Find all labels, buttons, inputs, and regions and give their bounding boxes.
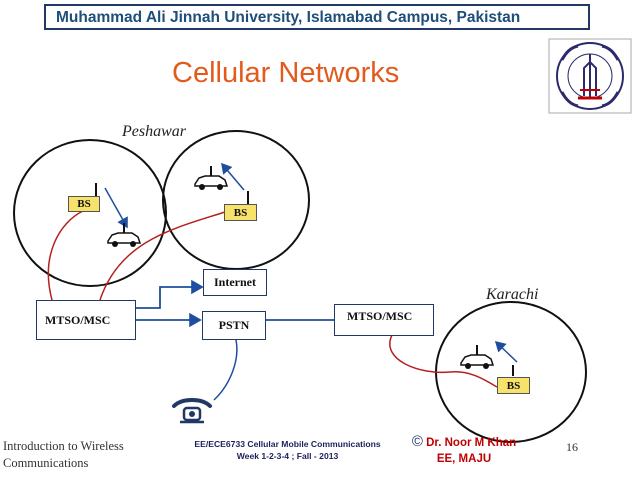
link-pstn-phone xyxy=(213,339,238,401)
header-bar: Muhammad Ali Jinnah University, Islamaba… xyxy=(44,4,590,30)
car-icon xyxy=(460,345,495,369)
bs-karachi: BS xyxy=(497,377,530,394)
footer-department: EE, MAJU xyxy=(436,453,492,465)
radio-link-top xyxy=(221,162,245,191)
wire-mtso-right-to-bs-karachi xyxy=(389,334,498,388)
car-icon xyxy=(194,166,229,190)
university-logo xyxy=(548,38,632,114)
mtso-msc-peshawar: MTSO/MSC xyxy=(36,300,136,340)
university-name: Muhammad Ali Jinnah University, Islamaba… xyxy=(56,9,521,26)
car-icon xyxy=(107,223,142,247)
pstn-node: PSTN xyxy=(202,311,266,340)
slide-title: Cellular Networks xyxy=(172,57,400,89)
mtso-msc-karachi: MTSO/MSC xyxy=(334,304,434,336)
bs-peshawar-left: BS xyxy=(68,196,100,212)
city-label-karachi: Karachi xyxy=(486,286,539,303)
wire-bs-top-to-mtso xyxy=(99,211,226,301)
cell-peshawar-left xyxy=(13,139,167,287)
footer-author-name: Dr. Noor M Khan xyxy=(426,437,517,449)
page-number: 16 xyxy=(566,440,578,454)
link-mtso-internet xyxy=(136,279,204,309)
telephone-icon xyxy=(172,398,212,424)
footer-course-code: EE/ECE6733 Cellular Mobile Communication… xyxy=(194,439,381,449)
city-label-peshawar: Peshawar xyxy=(122,123,186,140)
footer-author: © Dr. Noor M Khan EE, MAJU xyxy=(404,434,524,467)
footer-course-info: EE/ECE6733 Cellular Mobile Communication… xyxy=(180,438,395,462)
copyright-symbol: © xyxy=(411,433,423,450)
radio-link-karachi xyxy=(494,340,518,363)
cell-peshawar-right xyxy=(162,130,310,270)
bs-peshawar-top: BS xyxy=(224,204,257,221)
footer-course-title: Introduction to Wireless Communications xyxy=(3,439,124,470)
radio-link-left xyxy=(104,187,128,229)
wire-bs-left-to-mtso xyxy=(47,210,84,301)
internet-node: Internet xyxy=(203,269,267,296)
footer-semester: Week 1-2-3-4 ; Fall - 2013 xyxy=(236,451,339,461)
